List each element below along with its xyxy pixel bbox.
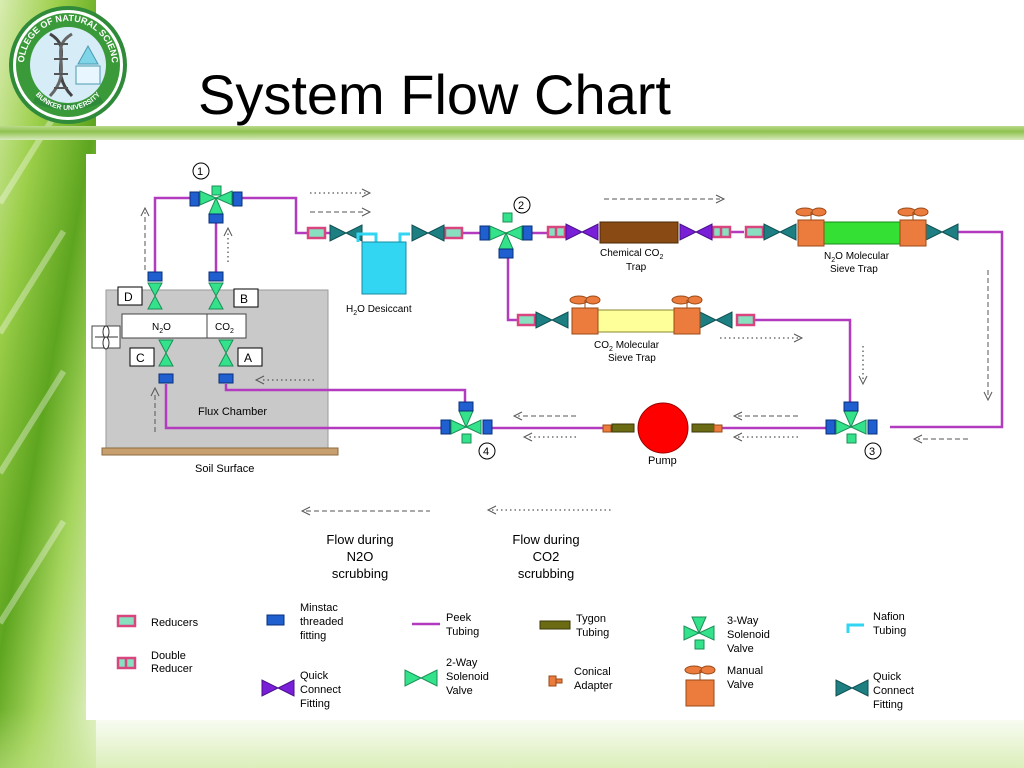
flow-arrowheads [140,188,993,444]
legend-tygon-tubing: Tygon Tubing [539,613,609,639]
svg-text:Solenoid: Solenoid [446,671,489,683]
co2-molecular-sieve-trap: CO2 Molecular Sieve Trap [569,295,703,364]
slide-title: System Flow Chart [198,63,671,126]
svg-text:2-Way: 2-Way [446,657,478,669]
h2o-desiccant: H2O Desiccant [346,232,412,317]
svg-text:Adapter: Adapter [574,680,613,692]
component-legend: Reducers Double Reducer Minstac threaded… [116,602,914,711]
header-divider [0,126,1024,140]
legend-two-way-valve: 2-Way Solenoid Valve [404,657,489,697]
three-way-valve-1: 1 [189,162,243,224]
legend-manual-valve: Manual Valve [684,665,763,707]
system-flow-diagram: N2O CO2 Flux Chamber Soil Surface D B C … [91,162,1004,711]
svg-text:Nafion: Nafion [873,611,905,623]
svg-text:3-Way: 3-Way [727,615,759,627]
svg-text:Valve: Valve [727,679,754,691]
chamber-minstac-fittings [147,271,234,384]
flow-legend-n2o-3: scrubbing [332,566,388,581]
svg-text:Double: Double [151,650,186,662]
college-seal-logo: COLLEGE OF NATURAL SCIENCE BUNKER UNIVER… [6,4,127,124]
flux-chamber-label: Flux Chamber [198,406,267,418]
reducer-fittings [306,225,765,327]
chemical-co2-trap: Chemical CO2 Trap [599,221,679,273]
svg-text:Sieve Trap: Sieve Trap [830,264,878,275]
manual-valve-handle-icon [795,207,929,220]
legend-three-way-valve: 3-Way Solenoid Valve [683,615,770,655]
double-reducer-fittings [546,225,732,239]
svg-text:4: 4 [483,446,489,458]
port-c: C [129,347,155,367]
quick-connect-purple-fittings [565,223,713,241]
svg-text:Sieve Trap: Sieve Trap [608,353,656,364]
flow-arrows-n2o [144,198,989,440]
svg-text:Solenoid: Solenoid [727,629,770,641]
svg-text:threaded: threaded [300,616,343,628]
diagram-panel: N2O CO2 Flux Chamber Soil Surface D B C … [86,154,1024,720]
n2o-analyzer-box [121,313,247,339]
port-a: A [237,347,263,367]
svg-text:fitting: fitting [300,630,326,642]
svg-text:H2O Desiccant: H2O Desiccant [346,304,412,317]
svg-text:Tygon: Tygon [576,613,606,625]
svg-text:Valve: Valve [727,643,754,655]
svg-text:Fitting: Fitting [300,698,330,710]
legend-conical-adapter: Conical Adapter [548,666,613,692]
fan-icon [95,325,118,350]
flow-legend: Flow during N2O scrubbing Flow during CO… [300,505,612,581]
svg-text:Connect: Connect [300,684,341,696]
port-d: D [117,286,143,306]
svg-text:Tubing: Tubing [576,627,609,639]
svg-text:Chemical CO2: Chemical CO2 [600,248,663,261]
svg-text:A: A [244,351,252,365]
svg-text:Minstac: Minstac [300,602,338,614]
three-way-valve-4: 4 [440,401,496,460]
quick-connect-teal-fittings [329,223,959,329]
n2o-molecular-sieve-trap: N2O Molecular Sieve Trap [795,207,929,275]
legend-reducers: Reducers [116,614,199,629]
flow-arrows-co2 [227,192,864,438]
svg-text:Manual: Manual [727,665,763,677]
svg-text:Reducer: Reducer [151,663,193,675]
svg-text:Valve: Valve [446,685,473,697]
three-way-valve-3: 3 [825,401,882,460]
soil-surface-label: Soil Surface [195,463,254,475]
svg-text:Reducers: Reducers [151,617,199,629]
svg-text:CO2 Molecular: CO2 Molecular [594,340,660,353]
flow-legend-co2-1: Flow during [512,532,579,547]
legend-peek-tubing: Peek Tubing [412,612,479,638]
svg-text:Connect: Connect [873,685,914,697]
legend-nafion-tubing: Nafion Tubing [846,611,906,637]
legend-quick-connect-teal: Quick Connect Fitting [835,671,914,711]
svg-text:2: 2 [518,200,524,212]
flow-legend-co2-3: scrubbing [518,566,574,581]
flow-legend-n2o-1: Flow during [326,532,393,547]
svg-text:Peek: Peek [446,612,472,624]
legend-double-reducer: Double Reducer [116,650,193,675]
co2-label: CO2 [215,322,234,335]
svg-text:C: C [136,351,145,365]
svg-text:B: B [240,292,248,306]
svg-text:1: 1 [197,166,203,178]
three-way-valve-2: 2 [479,196,533,259]
svg-text:3: 3 [869,446,875,458]
flow-legend-co2-2: CO2 [533,549,560,564]
n2o-label: N2O [152,322,171,335]
chamber-two-way-valves [147,282,234,367]
svg-text:D: D [124,290,133,304]
svg-text:Tubing: Tubing [873,625,906,637]
legend-quick-connect-purple: Quick Connect Fitting [261,670,341,710]
pump: Pump [602,402,723,467]
svg-text:Quick: Quick [300,670,329,682]
svg-text:Fitting: Fitting [873,699,903,711]
legend-minstac: Minstac threaded fitting [266,602,343,642]
svg-text:Trap: Trap [626,262,647,273]
svg-text:Pump: Pump [648,455,677,467]
port-b: B [233,288,259,308]
svg-text:Conical: Conical [574,666,611,678]
svg-text:Quick: Quick [873,671,902,683]
svg-text:N2O Molecular: N2O Molecular [824,251,890,264]
flow-legend-n2o-2: N2O [347,549,374,564]
svg-text:Tubing: Tubing [446,626,479,638]
soil-surface [101,447,339,456]
